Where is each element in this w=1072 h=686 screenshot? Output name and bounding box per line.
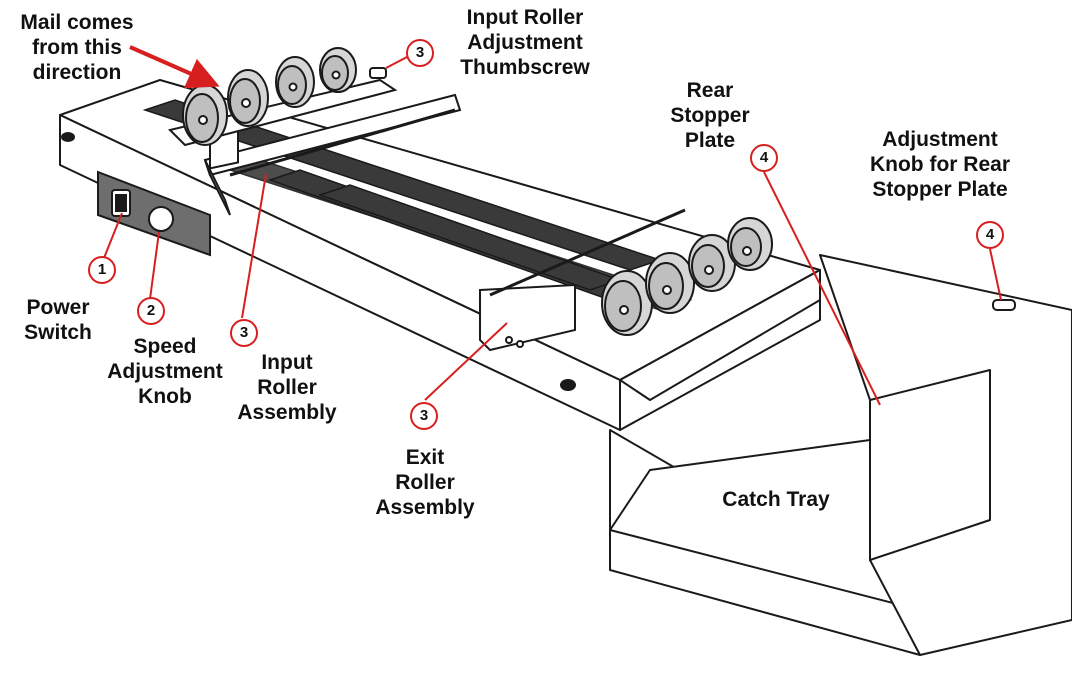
rear-stopper-knob bbox=[992, 299, 1016, 311]
input-thumbscrew bbox=[369, 67, 387, 79]
callout-badge-thumbscrew: 3 bbox=[406, 39, 434, 67]
catch-tray bbox=[609, 254, 1072, 656]
callout-badge-rear-stopper: 4 bbox=[750, 144, 778, 172]
label-catch-tray: Catch Tray bbox=[722, 488, 830, 511]
conveyor-belts bbox=[142, 99, 693, 311]
callout-badge-exit-assembly: 3 bbox=[410, 402, 438, 430]
mail-direction-arrow bbox=[129, 45, 220, 89]
exit-roller-assembly bbox=[479, 208, 686, 352]
speed-knob bbox=[148, 206, 174, 232]
input-rollers bbox=[182, 47, 387, 146]
callout-leaders bbox=[103, 45, 1002, 406]
callout-badge-rear-knob: 4 bbox=[976, 221, 1004, 249]
control-panel bbox=[97, 170, 211, 257]
callout-badge-speed: 2 bbox=[137, 297, 165, 325]
callout-badge-input-assembly: 3 bbox=[230, 319, 258, 347]
chassis-screw-left bbox=[61, 132, 75, 142]
chassis-screw-right bbox=[560, 379, 576, 391]
callout-badge-power: 1 bbox=[88, 256, 116, 284]
exit-rollers bbox=[601, 217, 773, 336]
rear-stopper-plate bbox=[869, 369, 991, 561]
